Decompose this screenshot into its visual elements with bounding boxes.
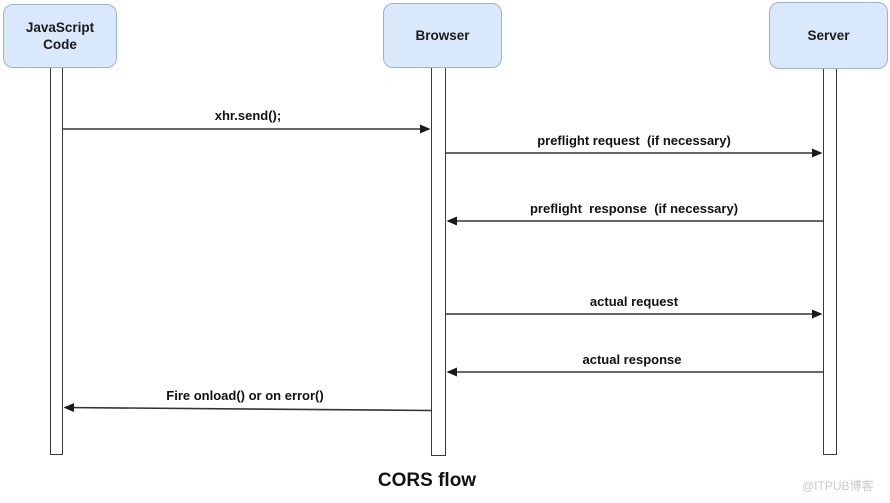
message-label-preflight-response: preflight response (if necessary) (529, 201, 739, 216)
actor-box-javascript-code: JavaScript Code (3, 4, 117, 68)
diagram-title: CORS flow (377, 470, 477, 491)
arrow-fire-onload (63, 403, 432, 413)
message-label-fire-onload: Fire onload() or on error() (166, 388, 324, 403)
actor-box-browser: Browser (383, 3, 502, 68)
actor-label-browser: Browser (415, 28, 470, 43)
lifeline-server (823, 68, 837, 455)
message-label-actual-request: actual request (589, 294, 679, 309)
actor-label-javascript-code: JavaScript Code (25, 20, 95, 52)
watermark-text: @ITPUB博客 (802, 479, 874, 493)
message-label-xhr-send: xhr.send(); (214, 108, 282, 123)
actor-box-server: Server (769, 2, 888, 69)
lifeline-javascript-code (50, 67, 63, 455)
lifeline-browser (431, 67, 446, 456)
message-label-actual-response: actual response (582, 352, 682, 367)
message-label-preflight-request: preflight request (if necessary) (537, 133, 731, 148)
actor-label-server: Server (807, 28, 850, 43)
